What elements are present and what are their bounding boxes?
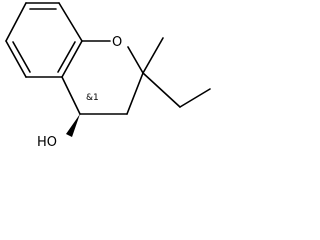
structure-diagram: O HO &1 <box>5 2 211 150</box>
bond-c2-c3 <box>126 72 144 115</box>
bond-ethyl-ch3 <box>179 88 211 108</box>
bond-c4a-c8a-inner <box>57 41 76 73</box>
bond-c8a-c8 <box>58 2 83 42</box>
stereo-label: &1 <box>86 93 99 103</box>
bond-c4a-c8a <box>61 40 83 78</box>
bond-o1-c2 <box>127 46 144 74</box>
bond-c4-c4a <box>61 76 81 115</box>
bond-c6-c5 <box>5 40 27 78</box>
oxygen-label: O <box>112 35 122 50</box>
bond-c2-methyl <box>142 37 164 74</box>
wedge-bond-c4-oh <box>66 114 80 137</box>
hydroxyl-label: HO <box>37 135 57 150</box>
benzene-ring <box>5 2 83 78</box>
bond-c7-c6 <box>5 2 27 42</box>
pyran-ring <box>61 40 144 115</box>
bond-c6-c5-inner <box>12 41 31 73</box>
substituents <box>142 37 211 108</box>
bond-c2-ethyl-ch2 <box>142 72 181 108</box>
